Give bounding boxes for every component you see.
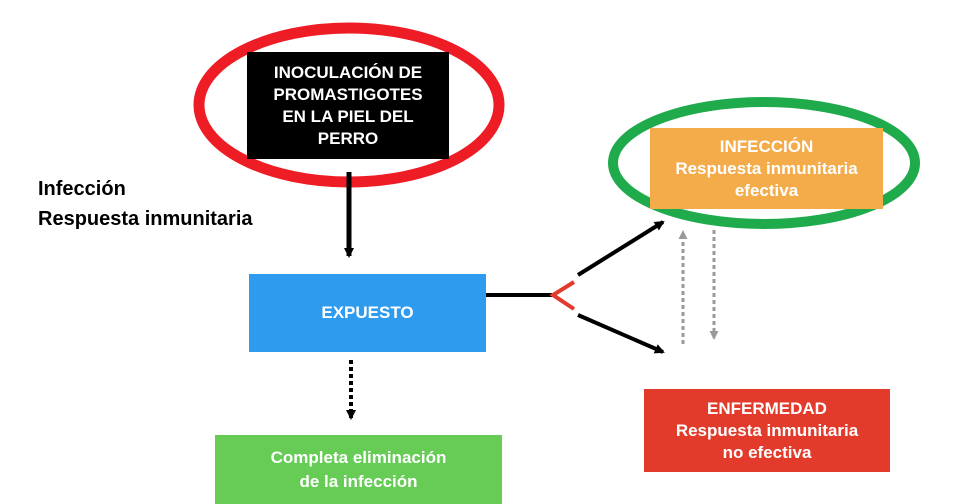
green-highlight-ring — [608, 97, 920, 229]
elimination-line-2: de la infección — [299, 471, 418, 491]
inoculation-node: INOCULACIÓN DE PROMASTIGOTES EN LA PIEL … — [247, 52, 449, 159]
infection-line-1: INFECCIÓN — [719, 136, 814, 156]
elimination-node: Completa eliminación de la infección — [215, 435, 502, 504]
branch-chevron — [549, 280, 576, 311]
disease-line-2: Respuesta inmunitaria — [675, 420, 859, 440]
disease-line-1: ENFERMEDAD — [707, 398, 827, 418]
side-label-infection: Infección — [38, 178, 126, 200]
side-labels: Infección Respuesta inmunitaria — [38, 174, 253, 234]
infection-node: INFECCIÓN Respuesta inmunitaria efectiva — [650, 128, 883, 209]
arrow-branch-to-disease — [577, 313, 665, 354]
disease-line-3: no efectiva — [722, 442, 812, 462]
inoculation-line-2: PROMASTIGOTES — [273, 84, 423, 104]
exposed-label: EXPUESTO — [321, 303, 414, 322]
inoculation-line-3: EN LA PIEL DEL — [282, 106, 414, 126]
infection-line-2: Respuesta inmunitaria — [675, 158, 858, 178]
disease-node: ENFERMEDAD Respuesta inmunitaria no efec… — [644, 389, 890, 472]
inoculation-line-4: PERRO — [317, 128, 379, 148]
exposed-node: EXPUESTO — [249, 274, 486, 352]
arrow-branch-to-infection — [576, 220, 665, 277]
elimination-line-1: Completa eliminación — [270, 447, 447, 467]
side-label-immune-response: Respuesta inmunitaria — [38, 208, 253, 230]
infection-line-3: efectiva — [734, 180, 799, 200]
inoculation-line-1: INOCULACIÓN DE — [273, 62, 423, 82]
